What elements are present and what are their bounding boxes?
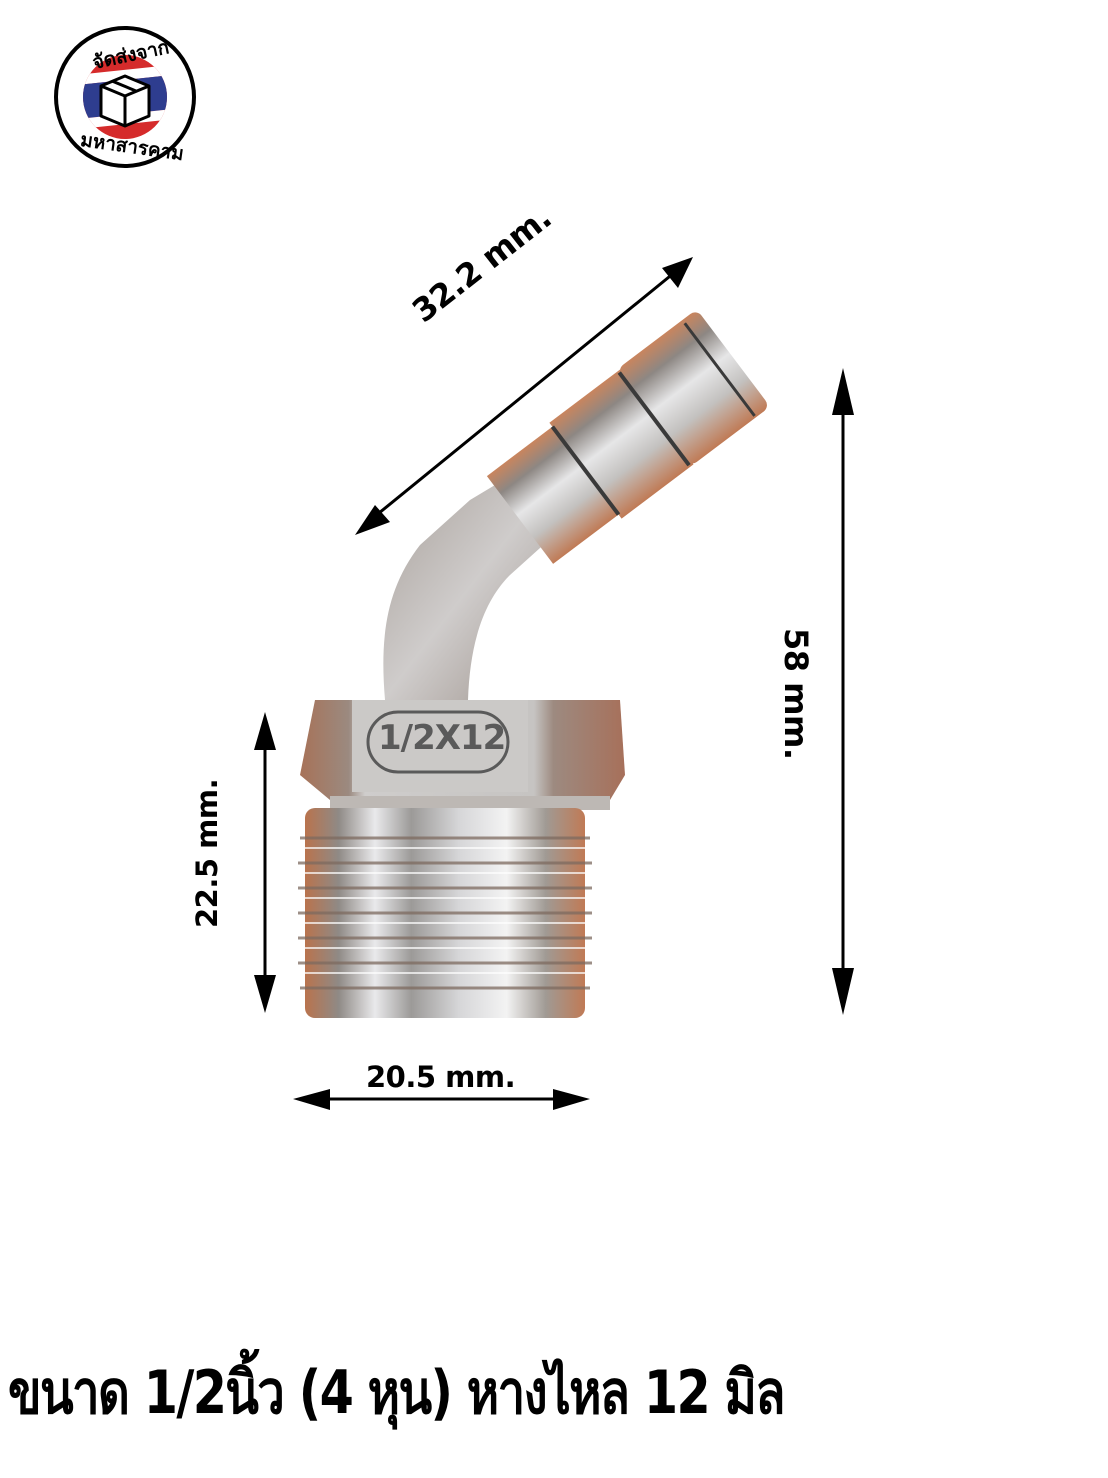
- elbow-body: [383, 470, 560, 700]
- product-size-caption: ขนาด 1/2นิ้ว (4 หุน) หางไหล 12 มิล: [8, 1358, 785, 1428]
- threaded-section: [298, 808, 592, 1018]
- hex-nut: [300, 700, 625, 810]
- engraved-part-code: 1/2X12: [378, 718, 506, 758]
- hose-barb: [486, 312, 767, 564]
- thread-height-label: 22.5 mm.: [190, 778, 224, 928]
- badge-graphic: [54, 26, 196, 168]
- total-height-label: 58 mm.: [777, 628, 815, 760]
- package-box-icon: [99, 74, 151, 128]
- shipping-origin-badge: จัดส่งจาก มหาสารคาม: [52, 24, 198, 170]
- dimension-arrows: [254, 257, 854, 1110]
- thread-width-label: 20.5 mm.: [366, 1060, 516, 1094]
